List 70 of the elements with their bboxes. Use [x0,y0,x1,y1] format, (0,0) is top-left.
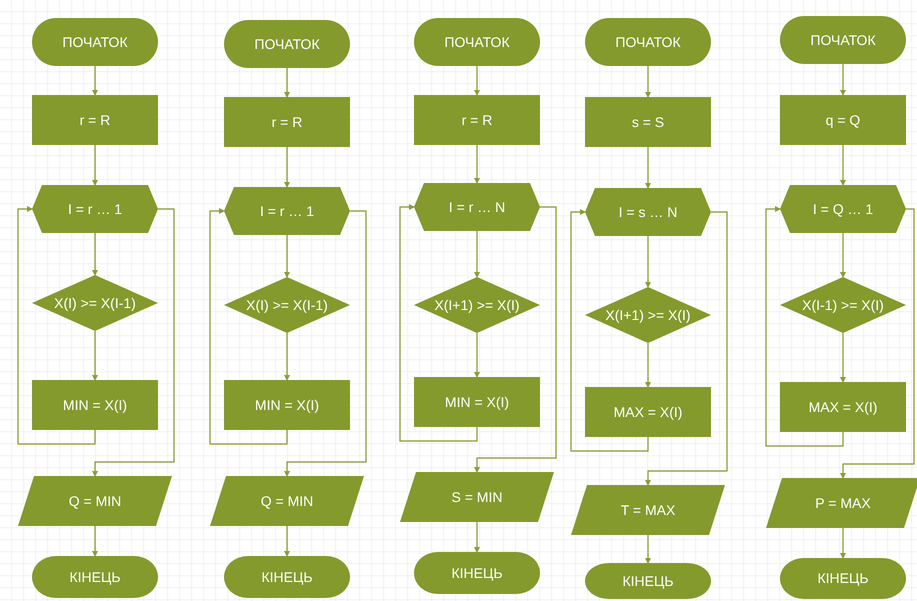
terminal-shape: КІНЕЦЬ [224,556,350,598]
flow-arrow [570,209,649,452]
loop-hexagon: I = r … N [414,183,540,231]
flow-arrow [645,66,651,98]
flow-arrow [17,206,96,445]
process-box: MAX = X(I) [585,387,711,437]
flow-arrow [474,206,557,473]
loop-hexagon: I = s … N [585,188,711,236]
process-box: MIN = X(I) [414,377,540,427]
flow-arrow [840,145,846,186]
flow-arrow [92,233,98,276]
terminal-shape: ПОЧАТОК [32,18,158,66]
flow-arrow [840,233,846,278]
flow-arrow [399,204,478,442]
flow-arrow [284,210,367,477]
flow-arrow [92,526,98,557]
process-box: r = R [224,97,350,147]
decision-diamond: X(I+1) >= X(I) [414,277,540,333]
flow-arrow [645,236,651,288]
process-box: q = Q [780,95,906,145]
flow-arrow [474,66,480,96]
loop-hexagon: I = r … 1 [32,185,158,233]
loop-hexagon: I = Q … 1 [780,185,906,233]
flow-arrow [92,331,98,381]
flow-arrow [765,206,844,447]
flow-arrow [284,526,290,557]
flow-arrow [645,147,651,189]
flow-arrow [645,535,651,564]
io-parallelogram: Q = MIN [210,476,364,526]
terminal-shape: КІНЕЦЬ [585,563,711,599]
flow-arrow [92,145,98,186]
flow-arrow [840,64,846,96]
io-parallelogram: P = MAX [766,478,917,528]
terminal-shape: ПОЧАТОК [585,18,711,66]
terminal-shape: КІНЕЦЬ [780,558,906,599]
process-box: MAX = X(I) [780,382,906,432]
terminal-shape: ПОЧАТОК [780,16,906,64]
flow-arrow [840,528,846,559]
flow-arrow [474,522,480,553]
decision-diamond: X(I-1) >= X(I) [780,277,906,333]
flow-arrow [284,333,290,381]
terminal-shape: ПОЧАТОК [414,18,540,66]
process-box: r = R [32,95,158,145]
flow-arrow [645,343,651,388]
process-box: r = R [414,95,540,145]
flow-arrow [209,208,288,445]
process-box: MIN = X(I) [32,380,158,430]
flow-arrow [645,211,728,486]
flow-arrow [284,235,290,278]
flow-arrow [474,231,480,278]
loop-hexagon: I = r … 1 [224,187,350,235]
flow-arrow [474,333,480,378]
flow-arrow [474,145,480,184]
flow-arrow [92,66,98,96]
decision-diamond: X(I) >= X(I-1) [32,275,158,331]
decision-diamond: X(I) >= X(I-1) [224,277,350,333]
flow-arrow [840,208,915,479]
flow-arrow [92,208,175,477]
io-parallelogram: S = MIN [400,472,554,522]
terminal-shape: КІНЕЦЬ [32,556,158,598]
io-parallelogram: Q = MIN [18,476,172,526]
terminal-shape: ПОЧАТОК [224,20,350,68]
process-box: s = S [585,97,711,147]
flow-arrow [284,147,290,188]
flow-arrow [284,68,290,98]
io-parallelogram: T = MAX [571,485,725,535]
process-box: MIN = X(I) [224,380,350,430]
terminal-shape: КІНЕЦЬ [414,552,540,594]
flow-arrow [840,333,846,383]
decision-diamond: X(I+1) >= X(I) [585,287,711,343]
